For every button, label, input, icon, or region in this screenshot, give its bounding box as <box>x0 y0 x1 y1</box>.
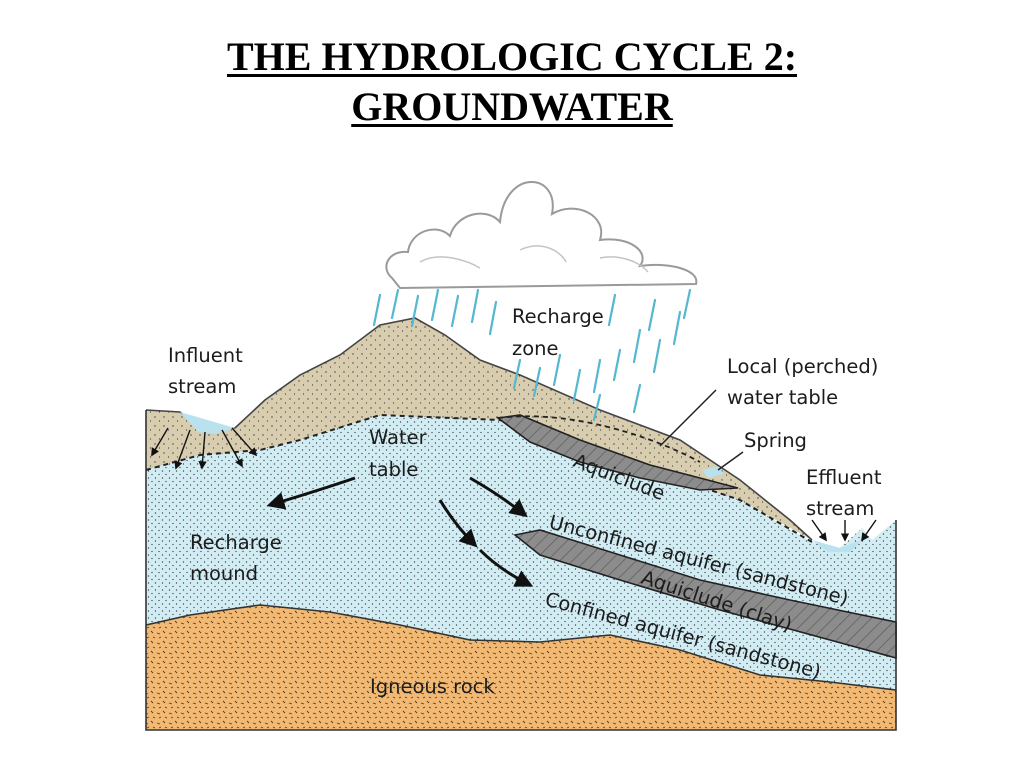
label-perched-table-line2: water table <box>727 386 838 409</box>
label-water-table-line1: Water <box>369 426 428 449</box>
label-leader-lines <box>659 389 744 471</box>
label-recharge-mound-line1: Recharge <box>190 531 282 554</box>
label-influent-stream-line2: stream <box>168 375 236 398</box>
title-line-2: GROUNDWATER <box>351 84 673 129</box>
title-line-1: THE HYDROLOGIC CYCLE 2: <box>226 34 798 79</box>
effluent-stream-water <box>811 519 877 552</box>
label-influent-stream-line1: Influent <box>168 344 243 367</box>
water-table-line <box>145 413 813 543</box>
aquiclude-perched-layer <box>495 414 739 491</box>
cloud-icon <box>385 181 698 290</box>
influent-stream-water <box>151 412 258 470</box>
label-recharge-zone-line1: Recharge <box>512 305 604 328</box>
igneous-rock-layer <box>145 604 897 730</box>
label-effluent-stream-line2: stream <box>806 497 874 520</box>
label-recharge-zone-line2: zone <box>512 337 559 360</box>
groundwater-flow-arrows <box>266 476 534 587</box>
label-spring: Spring <box>744 429 807 452</box>
label-igneous-rock: Igneous rock <box>370 675 495 698</box>
page-title: THE HYDROLOGIC CYCLE 2: GROUNDWATER <box>0 32 1024 132</box>
label-perched-table-line1: Local (perched) <box>727 355 878 378</box>
label-recharge-mound-line2: mound <box>190 562 258 585</box>
label-water-table-line2: table <box>369 458 418 481</box>
label-effluent-stream-line1: Effluent <box>806 466 882 489</box>
rainfall <box>372 288 692 422</box>
aquiclude-clay-layer <box>513 529 897 660</box>
